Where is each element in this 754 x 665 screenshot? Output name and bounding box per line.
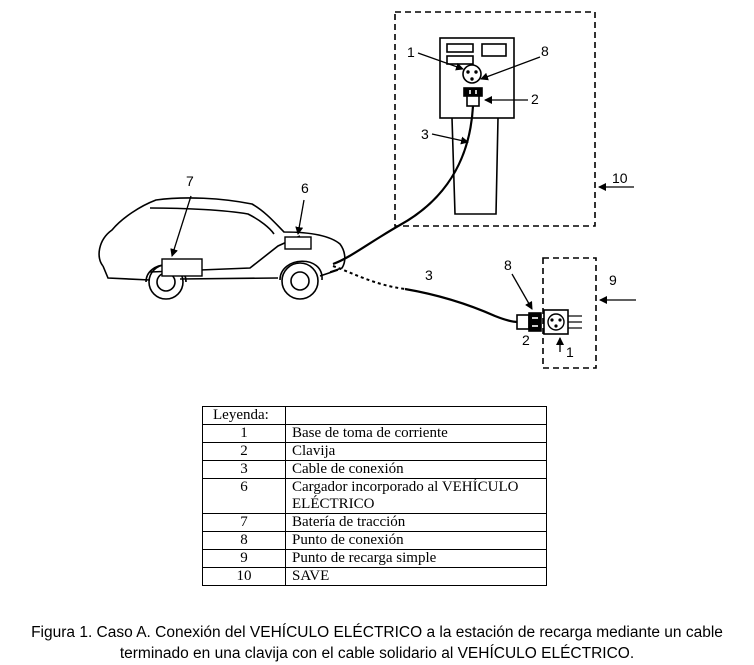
leader-7 xyxy=(170,195,192,257)
callout-1-simple: 1 xyxy=(566,344,574,360)
simple-cable xyxy=(404,287,519,324)
callout-3-simple: 3 xyxy=(425,267,433,283)
legend-row: 7 Batería de tracción xyxy=(202,513,547,532)
callout-10: 10 xyxy=(612,170,628,186)
caption-line-2: terminado en una clavija con el cable so… xyxy=(119,645,635,662)
caption-line-1: Figura 1. Caso A. Conexión del VEHÍCULO … xyxy=(31,624,723,641)
legend-header-row: Leyenda: xyxy=(202,406,547,425)
leader-8-simple xyxy=(511,273,533,310)
legend-number: 2 xyxy=(202,442,286,461)
simple-point-enclosure xyxy=(542,257,597,369)
dashed-cable xyxy=(332,265,406,290)
legend-row: 2 Clavija xyxy=(202,442,547,461)
callout-6: 6 xyxy=(301,180,309,196)
station-cable xyxy=(332,105,475,266)
electric-vehicle xyxy=(98,197,346,300)
legend-row: 8 Punto de conexión xyxy=(202,531,547,550)
leader-6 xyxy=(295,199,305,235)
leader-8-station xyxy=(480,56,541,81)
legend-table: Leyenda: 1 Base de toma de corriente 2 C… xyxy=(202,406,547,586)
callout-8-station: 8 xyxy=(541,43,549,59)
legend-header: Leyenda: xyxy=(202,406,286,425)
legend-number: 7 xyxy=(202,513,286,532)
legend-row: 3 Cable de conexión xyxy=(202,460,547,479)
legend-number: 3 xyxy=(202,460,286,479)
legend-description: Cable de conexión xyxy=(285,460,547,479)
station-plug-icon xyxy=(463,87,483,107)
legend-number: 6 xyxy=(202,478,286,514)
traction-battery xyxy=(161,258,203,277)
callout-3-station: 3 xyxy=(421,126,429,142)
legend-number: 1 xyxy=(202,424,286,443)
legend-row: 1 Base de toma de corriente xyxy=(202,424,547,443)
simple-socket-icon xyxy=(543,309,582,335)
onboard-charger xyxy=(284,236,312,250)
legend-description: Punto de conexión xyxy=(285,531,547,550)
leader-3-station xyxy=(431,133,469,145)
callout-8-simple: 8 xyxy=(504,257,512,273)
legend-description: Base de toma de corriente xyxy=(285,424,547,443)
legend-description: Batería de tracción xyxy=(285,513,547,532)
legend-number: 8 xyxy=(202,531,286,550)
legend-row: 10 SAVE xyxy=(202,567,547,586)
leader-1-station xyxy=(417,52,464,71)
legend-number: 9 xyxy=(202,549,286,568)
station-socket-icon xyxy=(462,64,482,84)
simple-plug-icon xyxy=(516,312,542,332)
figure-caption: Figura 1. Caso A. Conexión del VEHÍCULO … xyxy=(0,622,754,664)
callout-2-station: 2 xyxy=(531,91,539,107)
legend-description: Punto de recarga simple xyxy=(285,549,547,568)
callout-2-simple: 2 xyxy=(522,332,530,348)
callout-7: 7 xyxy=(186,173,194,189)
legend-description: Clavija xyxy=(285,442,547,461)
legend-number: 10 xyxy=(202,567,286,586)
callout-1-station: 1 xyxy=(407,44,415,60)
legend-description: Cargador incorporado al VEHÍCULO ELÉCTRI… xyxy=(285,478,547,514)
ev-charging-diagram: 1 8 2 3 10 7 6 3 8 9 2 1 xyxy=(98,11,636,369)
save-station-enclosure xyxy=(394,11,596,227)
legend-description: SAVE xyxy=(285,567,547,586)
callout-9: 9 xyxy=(609,272,617,288)
legend-header-blank xyxy=(285,406,547,425)
legend-row: 6 Cargador incorporado al VEHÍCULO ELÉCT… xyxy=(202,478,547,514)
legend-row: 9 Punto de recarga simple xyxy=(202,549,547,568)
